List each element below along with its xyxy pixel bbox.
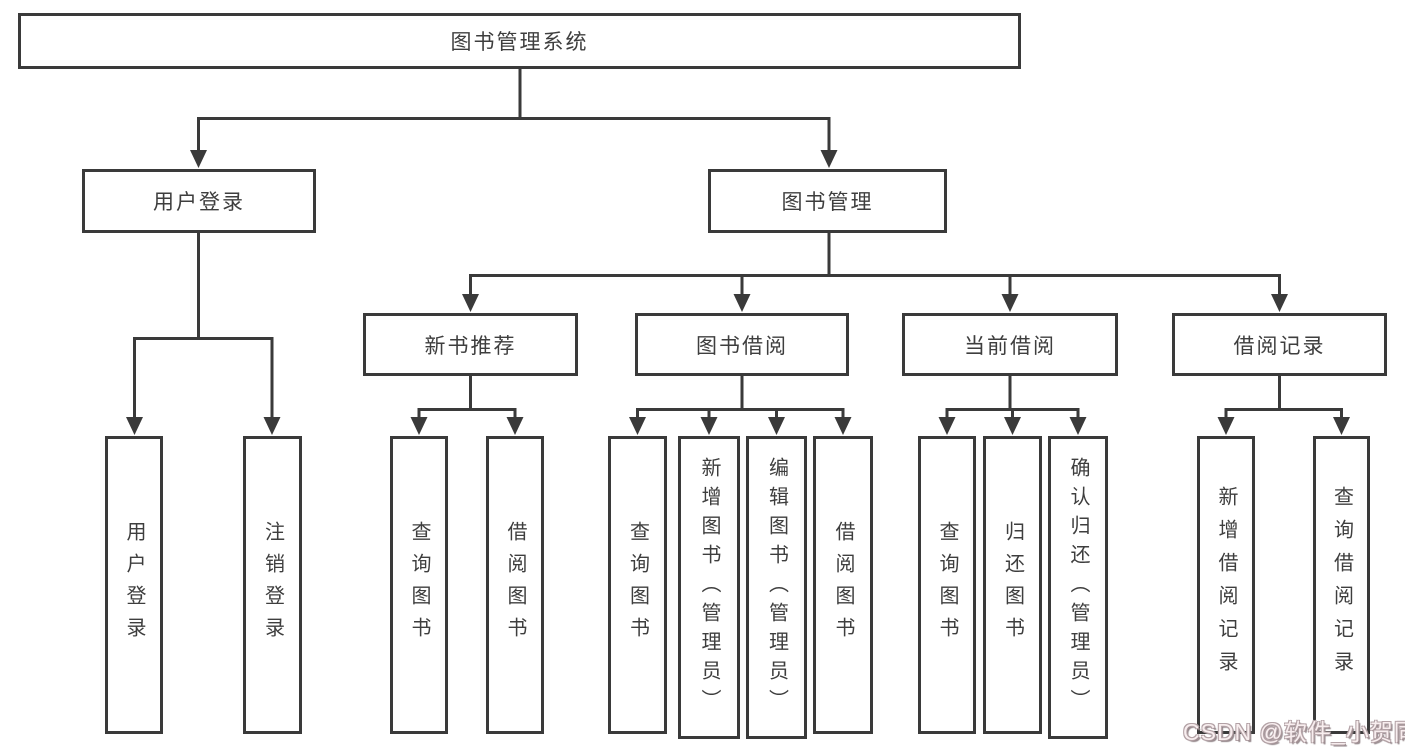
leaf-borrow-books-1-label: 借阅图书: [504, 521, 526, 649]
node-current-borrow-label: 当前借阅: [964, 334, 1056, 358]
leaf-add-borrow-record: 新增借阅记录: [1197, 436, 1255, 734]
leaf-query-books-1-label: 查询图书: [408, 521, 430, 649]
node-current-borrow: 当前借阅: [902, 313, 1118, 376]
leaf-logout: 注销登录: [243, 436, 302, 734]
leaf-edit-book-admin-label: 编辑图书（管理员）: [765, 457, 788, 718]
node-borrow-records: 借阅记录: [1172, 313, 1387, 376]
connector-paths: [133, 68, 1343, 419]
node-root-library-system: 图书管理系统: [18, 13, 1021, 69]
leaf-query-books-2-label: 查询图书: [626, 521, 649, 649]
leaf-borrow-books-2: 借阅图书: [813, 436, 873, 734]
leaf-confirm-return-admin: 确认归还（管理员）: [1048, 436, 1108, 739]
node-new-book-recommend-label: 新书推荐: [424, 334, 517, 358]
node-book-borrow: 图书借阅: [635, 313, 849, 376]
leaf-add-borrow-record-label: 新增借阅记录: [1215, 486, 1237, 684]
leaf-query-borrow-record: 查询借阅记录: [1313, 436, 1370, 734]
leaf-return-book-label: 归还图书: [1001, 521, 1024, 649]
leaf-return-book: 归还图书: [983, 436, 1042, 734]
node-book-borrow-label: 图书借阅: [696, 334, 788, 358]
leaf-query-books-3: 查询图书: [918, 436, 976, 734]
leaf-add-book-admin-label: 新增图书（管理员）: [698, 457, 720, 718]
leaf-query-borrow-record-label: 查询借阅记录: [1330, 486, 1353, 684]
node-book-management-label: 图书管理: [781, 191, 874, 214]
leaf-user-login: 用户登录: [105, 436, 163, 734]
leaf-edit-book-admin: 编辑图书（管理员）: [746, 436, 807, 739]
leaf-logout-label: 注销登录: [261, 521, 284, 649]
node-user-login-label: 用户登录: [153, 191, 245, 214]
leaf-query-books-1: 查询图书: [390, 436, 448, 734]
node-book-management: 图书管理: [708, 169, 947, 233]
arrowheads: [126, 150, 1350, 435]
csdn-watermark: CSDN @软件_小贺同学: [1183, 719, 1405, 745]
leaf-borrow-books-1: 借阅图书: [486, 436, 544, 734]
leaf-borrow-books-2-label: 借阅图书: [832, 521, 854, 649]
leaf-confirm-return-admin-label: 确认归还（管理员）: [1067, 457, 1089, 718]
node-root-label: 图书管理系统: [450, 31, 589, 54]
leaf-user-login-label: 用户登录: [123, 521, 145, 649]
leaf-query-books-2: 查询图书: [608, 436, 667, 734]
node-borrow-records-label: 借阅记录: [1233, 334, 1326, 358]
node-user-login: 用户登录: [82, 169, 316, 233]
leaf-query-books-3-label: 查询图书: [936, 521, 958, 649]
leaf-add-book-admin: 新增图书（管理员）: [678, 436, 740, 739]
node-new-book-recommend: 新书推荐: [363, 313, 578, 376]
